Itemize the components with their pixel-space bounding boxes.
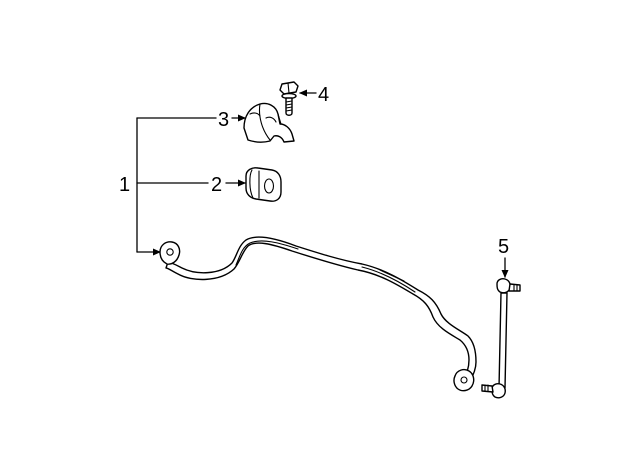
callout-number-3: 3: [218, 109, 229, 131]
bushing[interactable]: [245, 167, 282, 202]
callout-1-leaders: [136, 117, 217, 256]
callout-number-1: 1: [119, 174, 130, 196]
callout-number-4: 4: [318, 84, 329, 106]
bushing-bracket[interactable]: [243, 102, 295, 143]
stabilizer-bar[interactable]: [159, 236, 477, 392]
callout-number-2: 2: [211, 174, 222, 196]
bolt[interactable]: [279, 81, 299, 116]
callout-number-5: 5: [498, 236, 509, 258]
stabilizer-link[interactable]: [481, 278, 521, 399]
